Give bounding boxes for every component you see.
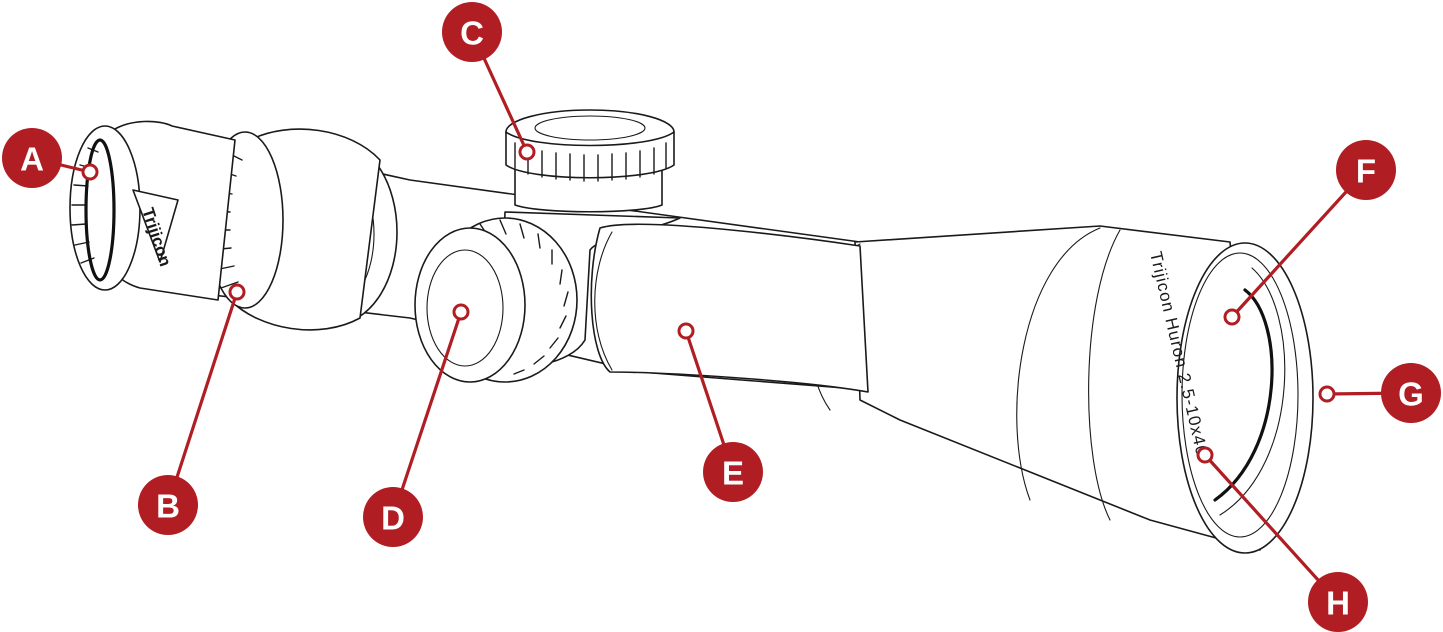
leader-marker-b: [228, 283, 246, 301]
callout-h: H: [1196, 446, 1368, 632]
saddle-body: [590, 223, 869, 393]
objective-lens-edge-2: [1219, 267, 1286, 516]
callout-badge-g: [1381, 363, 1441, 423]
leader-marker-h: [1196, 446, 1214, 464]
callout-badge-f: [1336, 140, 1396, 200]
callout-a: A: [2, 128, 99, 188]
leader-marker-d: [452, 303, 470, 321]
callout-e: E: [677, 322, 763, 502]
callout-letter-c: C: [460, 15, 484, 52]
saddle-edge: [594, 231, 613, 371]
leader-marker-f: [1223, 308, 1241, 326]
eyepiece-lens-edge: [84, 138, 116, 282]
callout-letter-d: D: [381, 500, 405, 537]
callout-badge-c: [442, 2, 502, 62]
leader-line-d: [391, 310, 463, 519]
leader-marker-g: [1318, 385, 1336, 403]
leader-line-f: [1230, 168, 1368, 319]
callout-letter-h: H: [1326, 585, 1350, 622]
callout-g: G: [1318, 363, 1441, 423]
callout-badge-e: [703, 442, 763, 502]
leader-line-b: [166, 290, 239, 507]
objective-lens-edge: [1213, 288, 1274, 502]
leader-line-h: [1203, 453, 1340, 604]
callout-badge-b: [138, 475, 198, 535]
callout-letter-a: A: [20, 141, 44, 178]
callout-badge-d: [363, 487, 423, 547]
side-turret-cap: [414, 227, 526, 383]
callout-letter-g: G: [1398, 376, 1424, 413]
elevation-cap-inner: [534, 115, 646, 141]
callout-letter-e: E: [722, 455, 744, 492]
callout-badge-h: [1308, 572, 1368, 632]
side-turret-cap-inner: [426, 249, 504, 367]
callout-badge-a: [2, 128, 62, 188]
elevation-knurl-lines: [514, 142, 667, 182]
leader-marker-a: [81, 163, 99, 181]
bell-front-ring-2: [1088, 229, 1121, 521]
callout-letter-b: B: [156, 488, 180, 525]
callout-letter-f: F: [1356, 153, 1376, 190]
objective-housing-inner: [1181, 252, 1299, 538]
leader-marker-e: [677, 322, 695, 340]
bell-front-ring: [1016, 227, 1101, 501]
eyepiece-diopter: [69, 125, 141, 291]
objective-bell: [854, 225, 1261, 551]
leader-marker-c: [518, 143, 536, 161]
callout-b: B: [138, 283, 246, 535]
callout-d: D: [363, 303, 470, 547]
brand-logo-triangle: [132, 189, 179, 263]
callout-c: C: [442, 2, 536, 161]
callout-f: F: [1223, 140, 1396, 326]
